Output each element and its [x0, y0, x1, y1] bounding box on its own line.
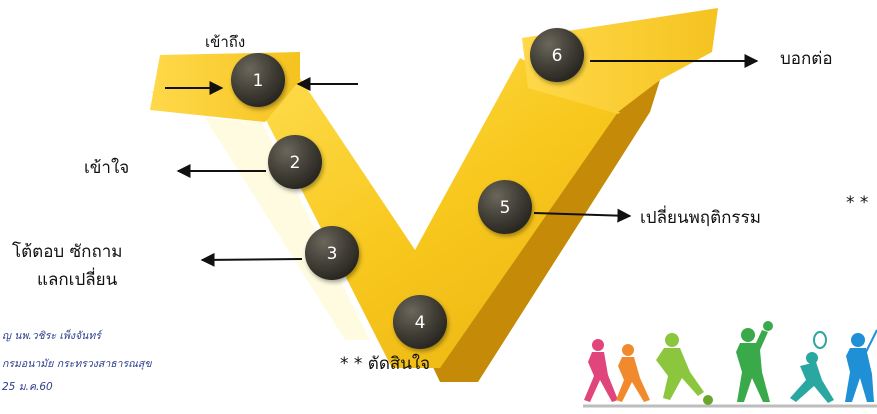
step-circle-1: 1 [231, 53, 285, 107]
credit-line-department: กรมอนามัย กระทรวงสาธารณสุข [2, 358, 152, 370]
step-label-3-line1: โต้ตอบ ซักถาม [12, 242, 123, 262]
step-number-6: 6 [552, 46, 563, 66]
step-number-1: 1 [253, 71, 264, 91]
v-shape-face [150, 58, 618, 368]
silhouettes-of-athletes-icon [583, 321, 877, 408]
arrow-3 [200, 252, 303, 267]
step-label-2: เข้าใจ [84, 158, 130, 178]
credit-line-author: ญ นพ.วชิระ เพ็งจันทร์ [2, 330, 101, 342]
step-number-3: 3 [327, 244, 338, 264]
step-circle-6: 6 [530, 28, 584, 82]
golfer-figure [845, 329, 877, 402]
step-circle-4: 4 [393, 295, 447, 349]
step-label-1: เข้าถึง [205, 33, 246, 51]
step-number-4: 4 [415, 313, 426, 333]
step-label-4: * * ตัดสินใจ [340, 354, 431, 374]
runner-2-figure [616, 344, 650, 402]
credit-line-date: 25 ม.ค.60 [2, 381, 53, 393]
step-label-5: เปลี่ยนพฤติกรรม [640, 208, 761, 228]
side-note-asterisks: * * [846, 193, 869, 213]
arrow-5 [533, 208, 632, 223]
step-circle-2: 2 [268, 135, 322, 189]
tennis-player-figure [790, 331, 834, 403]
step-circle-5: 5 [478, 180, 532, 234]
soccer-player-figure [656, 333, 713, 405]
runner-1-figure [584, 339, 618, 402]
step-circle-3: 3 [305, 226, 359, 280]
step-number-5: 5 [500, 198, 511, 218]
step-circles: 1 2 3 4 5 6 [231, 28, 584, 349]
arrows [165, 54, 759, 267]
step-number-2: 2 [290, 153, 301, 173]
step-label-3-line2: แลกเปลี่ยน [37, 270, 118, 290]
volleyball-player-figure [736, 321, 773, 402]
v-shape-highlight [205, 118, 370, 340]
step-label-6: บอกต่อ [780, 49, 833, 69]
